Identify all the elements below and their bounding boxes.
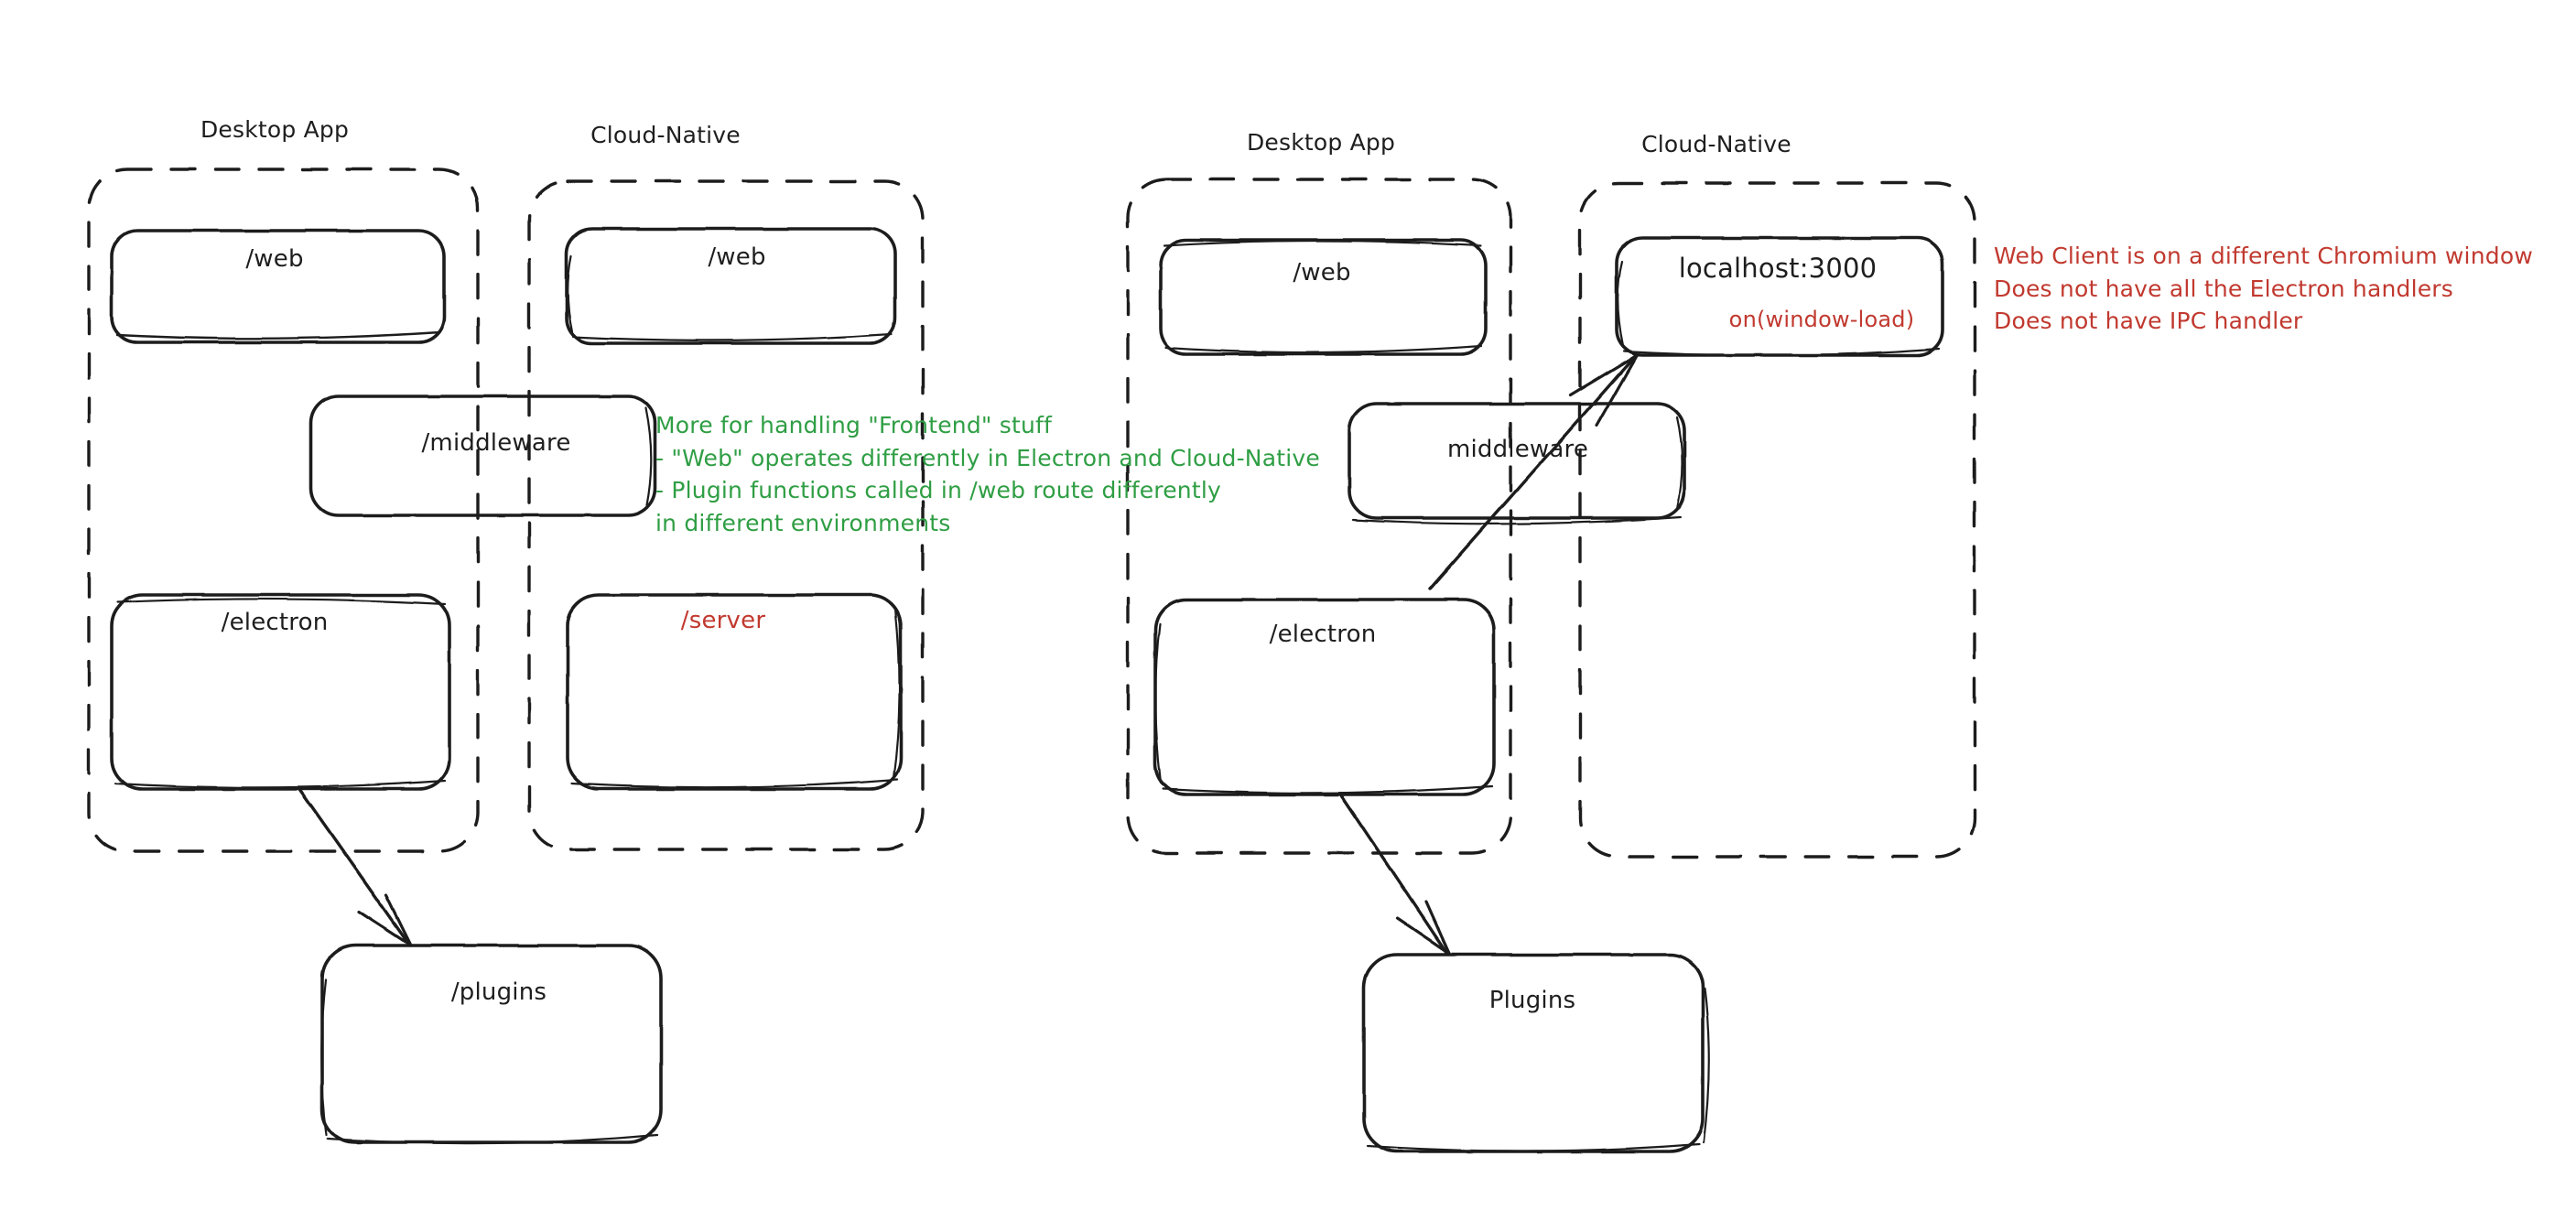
node-frame-right-middleware bbox=[1348, 402, 1686, 525]
node-frame-left-desktop-web bbox=[110, 229, 446, 344]
node-frame-left-electron bbox=[110, 593, 451, 791]
node-frame-right-desktop-web bbox=[1159, 238, 1488, 356]
node-frame-right-electron bbox=[1153, 598, 1496, 796]
node-frame-left-plugins bbox=[320, 944, 663, 1145]
node-frame-left-server bbox=[566, 593, 903, 791]
edge-right-electron-to-plugins bbox=[1339, 793, 1451, 955]
node-frame-left-cloud-web bbox=[565, 227, 897, 345]
group-frame-right-cloud bbox=[1578, 181, 1976, 859]
edge-right-electron-to-localhost bbox=[1428, 353, 1639, 590]
group-frame-left-cloud bbox=[527, 179, 925, 851]
node-frame-right-plugins bbox=[1362, 953, 1710, 1153]
node-frame-left-middleware bbox=[309, 394, 657, 517]
node-frame-right-localhost bbox=[1615, 236, 1944, 357]
group-frame-right-desktop bbox=[1126, 178, 1512, 855]
edge-left-electron-to-plugins bbox=[298, 787, 413, 947]
group-frame-left-desktop bbox=[87, 168, 480, 853]
